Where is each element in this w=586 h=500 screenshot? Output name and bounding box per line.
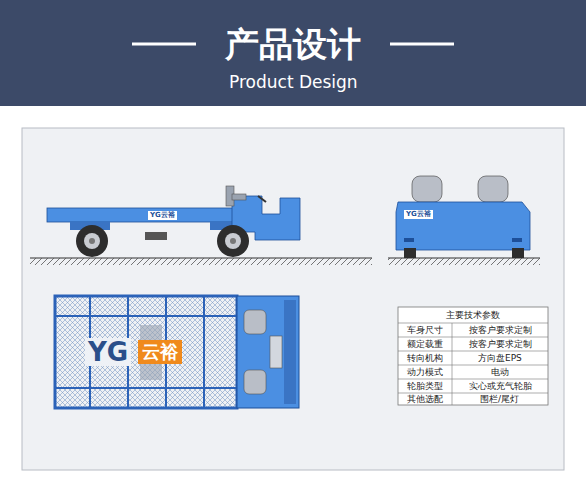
subtitle: Product Design [229, 74, 358, 91]
page-title: 产品设计 [225, 27, 361, 61]
table-header: 主要技术参数 [446, 311, 500, 320]
title-rule [390, 43, 454, 46]
spec-table-grid [398, 307, 548, 405]
table-cell: 轮胎类型 [407, 382, 443, 391]
table-cell: 转向机构 [407, 354, 443, 363]
side-view [30, 186, 372, 265]
table-cell: 动力模式 [407, 368, 443, 377]
vehicle-logo: YG云裕 [148, 211, 177, 220]
title-rule [132, 43, 196, 46]
vehicle-logo: YG云裕 [404, 210, 433, 219]
header-band [0, 0, 586, 106]
table-cell: 其他选配 [407, 395, 443, 404]
table-cell: 电动 [491, 368, 509, 377]
table-cell: 方向盘EPS [478, 354, 522, 363]
table-cell: 围栏/尾灯 [480, 395, 519, 404]
vehicle-logo: YG [85, 338, 131, 366]
vehicle-logo: 云裕 [138, 340, 182, 364]
table-cell: 实心或充气轮胎 [469, 382, 532, 391]
table-cell: 按客户要求定制 [469, 326, 532, 335]
front-view [388, 176, 540, 265]
top-view [55, 296, 299, 408]
table-cell: 额定载重 [407, 340, 443, 349]
drawing-panel [22, 128, 564, 470]
table-cell: 按客户要求定制 [469, 340, 532, 349]
table-cell: 车身尺寸 [407, 326, 443, 335]
